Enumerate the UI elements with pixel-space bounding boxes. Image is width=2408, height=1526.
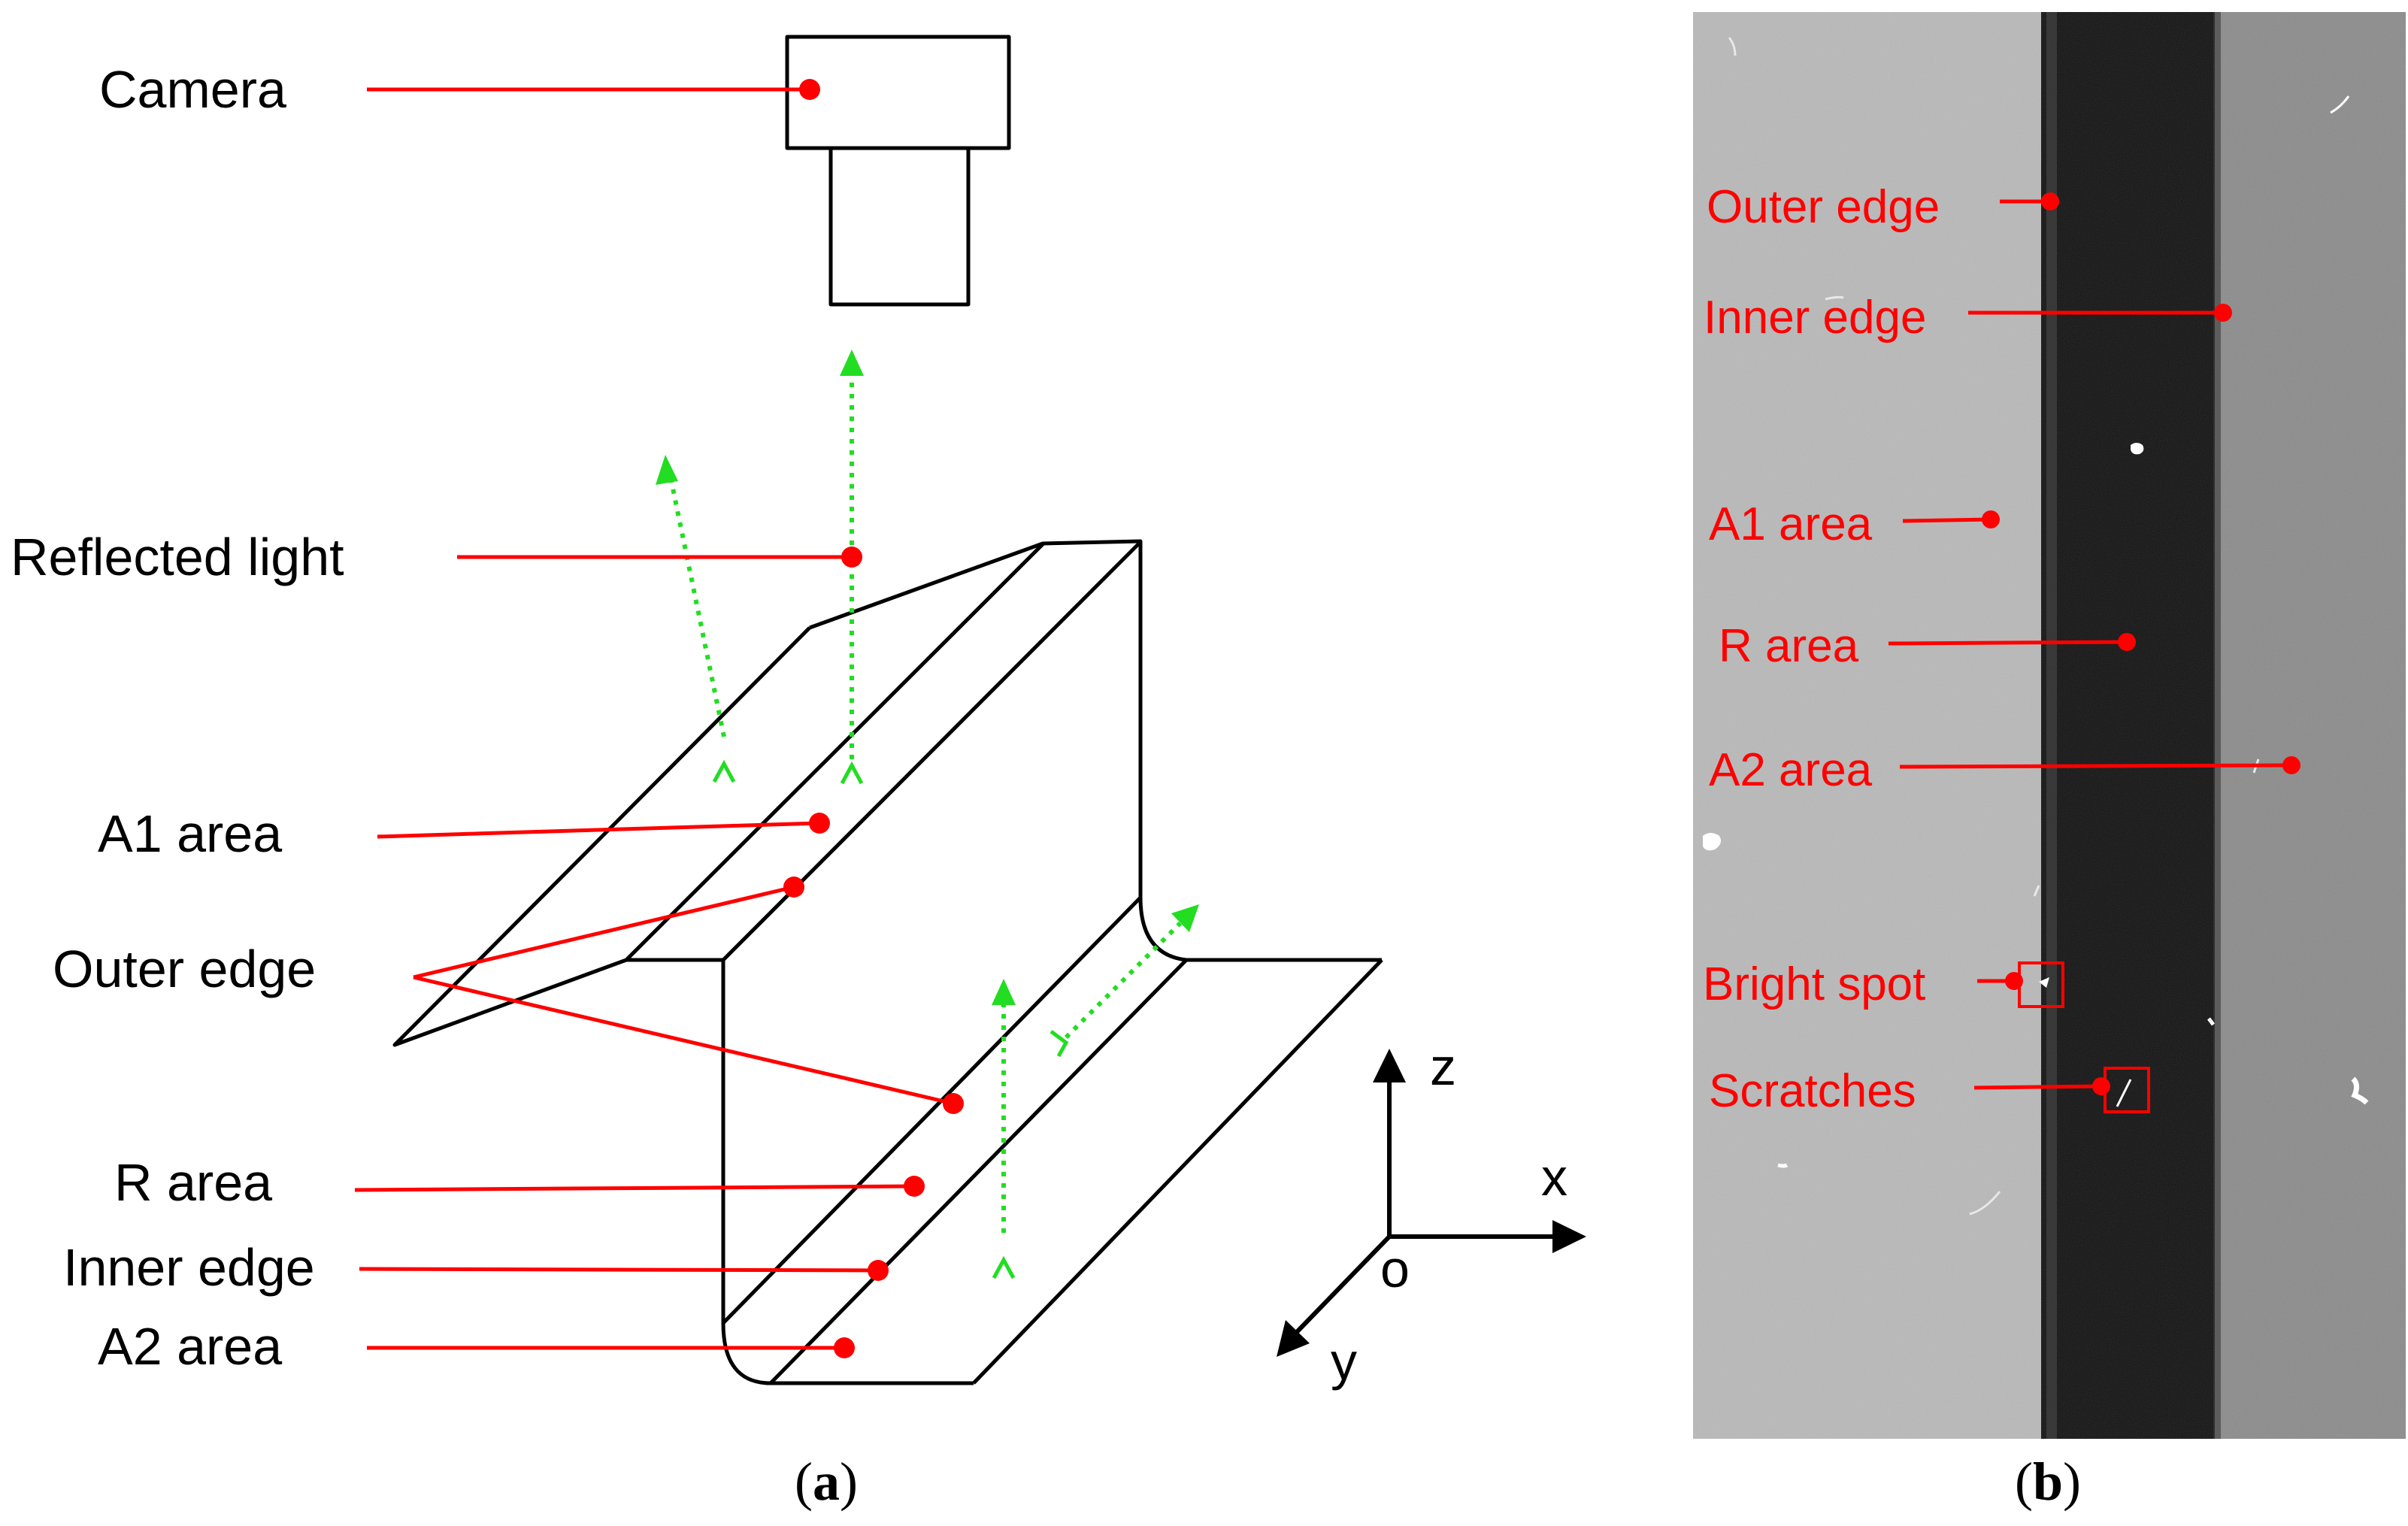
label-b-a2-area: A2 area [1709, 744, 1873, 796]
label-b-a1-area: A1 area [1709, 498, 1873, 550]
label-outer-edge: Outer edge [53, 940, 316, 998]
caption-b: (b) [2015, 1452, 2081, 1512]
label-camera: Camera [99, 60, 286, 119]
caption-a-letter: a [813, 1452, 840, 1512]
svg-text:(a): (a) [795, 1452, 858, 1512]
ray-origin-chevron-icon [712, 759, 736, 783]
axis-origin-label: o [1380, 1240, 1410, 1298]
coordinate-axes: z x y o [1277, 1037, 1586, 1391]
ray-origin-chevron-icon [840, 761, 864, 785]
panel-b-camera-image: Outer edge Inner edge A1 area R area A2 … [1693, 12, 2406, 1512]
arrow-up-right-icon [1171, 904, 1199, 932]
label-r-area: R area [114, 1153, 272, 1212]
reflected-light-rays [656, 350, 1199, 1279]
axis-y-label: y [1331, 1332, 1357, 1391]
caption-b-letter: b [2033, 1452, 2063, 1512]
label-b-bright-spot: Bright spot [1703, 958, 1925, 1010]
axis-x-label: x [1541, 1148, 1567, 1207]
arrow-up-icon [840, 350, 864, 376]
label-b-r-area: R area [1719, 620, 1859, 672]
ray-origin-chevron-icon [992, 1255, 1016, 1279]
label-b-inner-edge: Inner edge [1704, 292, 1926, 344]
light-ray-oblique [669, 480, 726, 737]
label-reflected-light: Reflected light [11, 528, 344, 586]
arrow-up-icon [992, 979, 1016, 1005]
caption-a: (a) [795, 1452, 858, 1512]
axis-z-label: z [1430, 1037, 1456, 1096]
axis-y-arrow-icon [1277, 1320, 1310, 1357]
label-inner-edge: Inner edge [63, 1238, 315, 1297]
label-a1-area: A1 area [98, 804, 282, 863]
label-b-outer-edge: Outer edge [1707, 181, 1940, 233]
panel-a-schematic: Camera Reflected light A1 area Outer edg… [11, 35, 1586, 1512]
axis-z-arrow-icon [1373, 1049, 1406, 1082]
label-b-scratches: Scratches [1709, 1065, 1916, 1117]
defect-marks [1703, 37, 2369, 1216]
panel-a-leaders [354, 79, 964, 1358]
ray-origin-chevron-icon [1050, 1030, 1069, 1058]
panel-b-leaders [1888, 192, 2300, 1095]
light-ray-fillet [1064, 921, 1183, 1040]
label-a2-area: A2 area [98, 1317, 282, 1376]
camera-body [785, 35, 1011, 307]
rail-part-outline [392, 539, 1383, 1385]
arrow-up-left-icon [656, 455, 678, 485]
axis-x-arrow-icon [1552, 1220, 1586, 1253]
svg-text:(b): (b) [2015, 1452, 2081, 1512]
